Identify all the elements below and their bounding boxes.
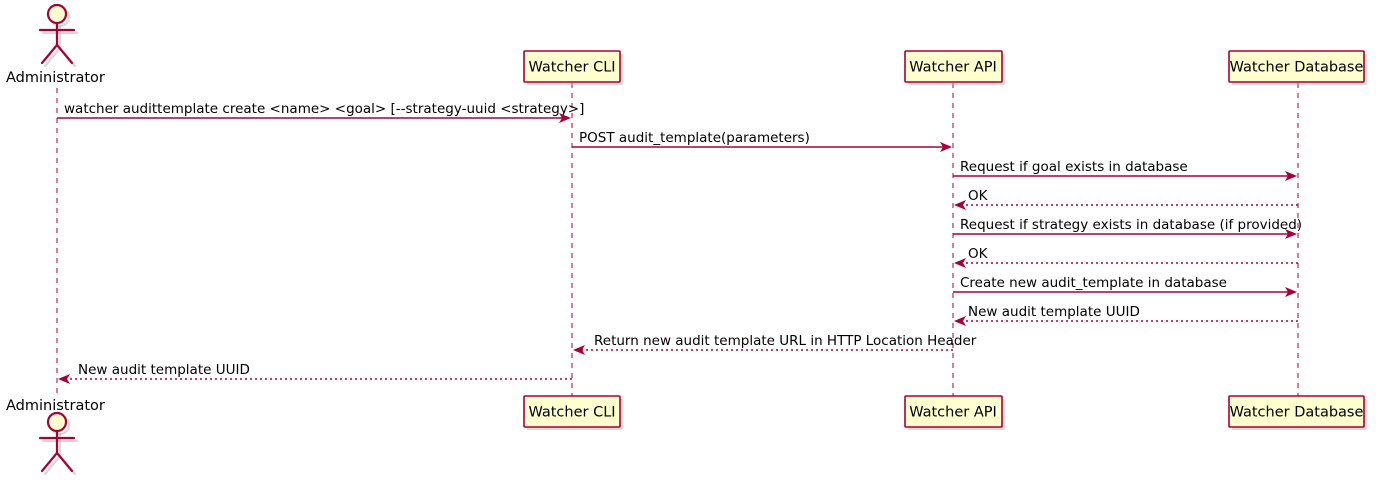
message-label-1: watcher audittemplate create <name> <goa… [64,101,584,117]
message-label-5: Request if strategy exists in database (… [960,217,1302,233]
actor-left-leg-icon-bottom [40,451,59,473]
actor-administrator-top[interactable]: Administrator [6,3,105,86]
actor-left-leg-icon [40,43,59,65]
participant-box-watcher-api-top[interactable] [904,50,1003,83]
participant-label-watcher-database-bottom: Watcher Database [1230,405,1364,421]
message-10: New audit template UUID [58,362,572,384]
participant-box-watcher-cli-top[interactable] [523,50,621,83]
message-arrowhead-9 [573,345,585,355]
message-4: OK [954,188,1298,210]
message-label-4: OK [968,188,989,204]
participant-label-watcher-api-top: Watcher API [909,60,997,76]
lifelines [56,83,1299,398]
message-arrowhead-2 [940,142,952,152]
participant-label-watcher-cli-top: Watcher CLI [528,60,615,76]
actor-label-administrator-bottom: Administrator [6,398,105,414]
message-arrowhead-10 [58,374,70,384]
message-label-3: Request if goal exists in database [960,159,1188,175]
message-arrowhead-3 [1285,171,1297,181]
message-arrowhead-6 [954,258,966,268]
message-label-2: POST audit_template(parameters) [579,130,810,146]
message-arrowhead-7 [1285,287,1297,297]
message-8: New audit template UUID [954,304,1298,326]
participant-watcher-cli-bottom[interactable]: Watcher CLI [523,395,623,430]
actor-label-administrator-top: Administrator [6,70,105,86]
actor-head-icon-bottom [46,411,68,433]
message-9: Return new audit template URL in HTTP Lo… [573,333,977,355]
participant-label-watcher-api-bottom: Watcher API [909,405,997,421]
message-label-8: New audit template UUID [968,304,1140,320]
participant-label-watcher-database-top: Watcher Database [1230,60,1364,76]
participant-watcher-api-top[interactable]: Watcher API [904,50,1005,85]
participant-box-watcher-cli-bottom[interactable] [523,395,621,428]
participant-watcher-api-bottom[interactable]: Watcher API [904,395,1005,430]
message-arrowhead-8 [954,316,966,326]
message-5: Request if strategy exists in database (… [953,217,1302,239]
participant-watcher-database-top[interactable]: Watcher Database [1228,50,1367,85]
message-arrowhead-1 [559,113,571,123]
message-label-10: New audit template UUID [78,362,250,378]
message-2: POST audit_template(parameters) [572,130,952,152]
message-7: Create new audit_template in database [953,275,1297,297]
participant-box-watcher-api-bottom[interactable] [904,395,1003,428]
actor-right-leg-icon-bottom [55,451,74,473]
actor-administrator-bottom[interactable]: Administrator [6,398,105,476]
message-label-9: Return new audit template URL in HTTP Lo… [594,333,977,349]
participant-box-watcher-database-bottom[interactable] [1228,395,1365,428]
participant-box-watcher-database-top[interactable] [1228,50,1365,83]
actor-right-leg-icon [55,43,74,65]
message-1: watcher audittemplate create <name> <goa… [57,101,584,123]
message-label-7: Create new audit_template in database [960,275,1227,291]
participant-label-watcher-cli-bottom: Watcher CLI [528,405,615,421]
actor-head-icon [46,3,68,25]
message-label-6: OK [968,246,989,262]
message-arrowhead-5 [1285,229,1297,239]
message-6: OK [954,246,1298,268]
message-3: Request if goal exists in database [953,159,1297,181]
participant-watcher-database-bottom[interactable]: Watcher Database [1228,395,1367,430]
participant-watcher-cli-top[interactable]: Watcher CLI [523,50,623,85]
message-arrowhead-4 [954,200,966,210]
